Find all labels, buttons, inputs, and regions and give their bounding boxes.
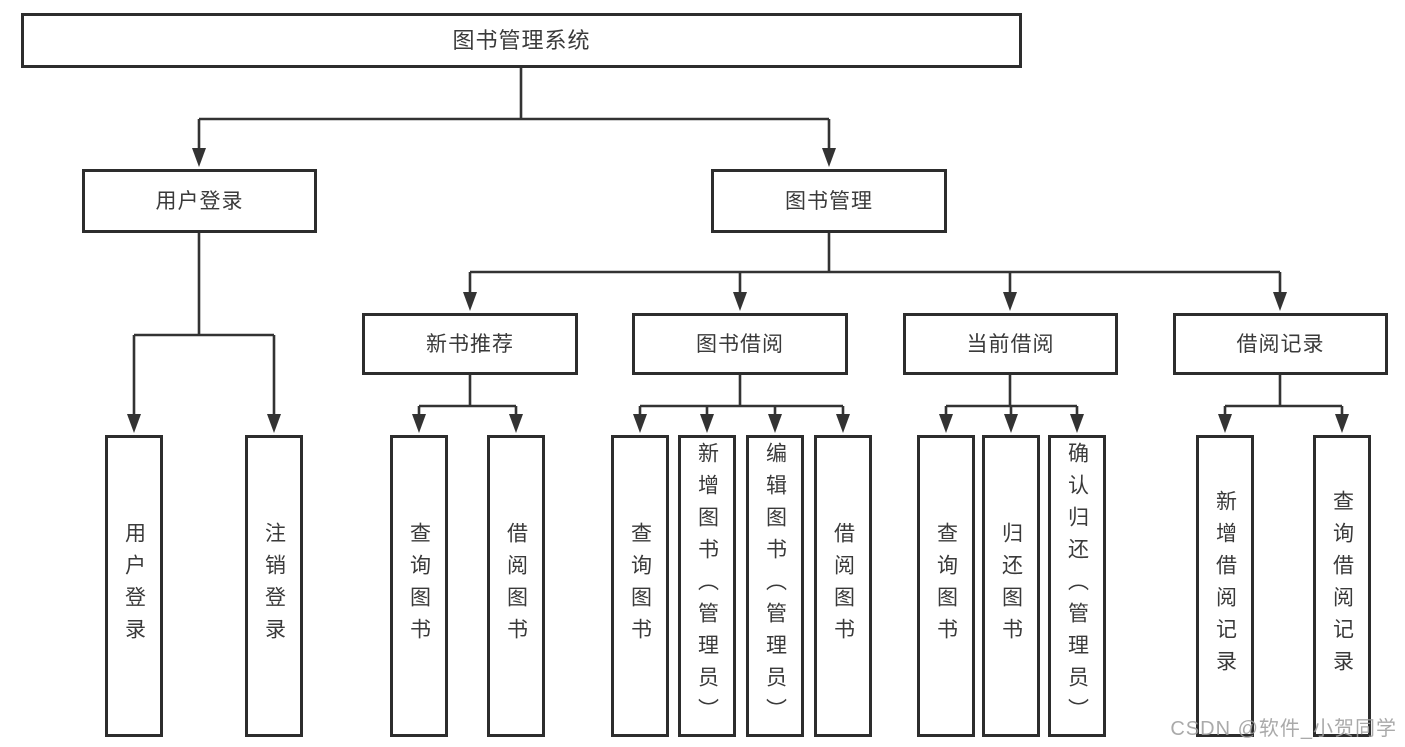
leaf-add-books-admin: 新增图书（管理员）: [678, 435, 736, 737]
connector-new-book-branch: [417, 375, 518, 416]
leaf-add-borrow-record: 新增借阅记录: [1196, 435, 1254, 737]
leaf-query-books-2: 查询图书: [611, 435, 669, 737]
arrowhead: [1004, 414, 1018, 433]
arrowhead: [1273, 292, 1287, 311]
node-current-borrow: 当前借阅: [903, 313, 1118, 375]
node-book-borrow: 图书借阅: [632, 313, 848, 375]
connector-current-borrow-branch: [944, 375, 1079, 416]
leaf-user-login: 用户登录: [105, 435, 163, 737]
connector-root-to-level2: [197, 68, 831, 150]
arrowhead: [733, 292, 747, 311]
leaf-query-books-1: 查询图书: [390, 435, 448, 737]
arrowhead: [939, 414, 953, 433]
arrowhead: [1218, 414, 1232, 433]
arrowhead: [768, 414, 782, 433]
arrowhead: [192, 148, 206, 167]
arrowhead: [1003, 292, 1017, 311]
leaf-return-books: 归还图书: [982, 435, 1040, 737]
leaf-borrow-books-2: 借阅图书: [814, 435, 872, 737]
connector-borrow-records-branch: [1223, 375, 1344, 416]
arrowhead: [509, 414, 523, 433]
arrowhead: [267, 414, 281, 433]
connector-book-borrow-branch: [638, 375, 845, 416]
leaf-confirm-return-admin: 确认归还（管理员）: [1048, 435, 1106, 737]
node-user-login: 用户登录: [82, 169, 317, 233]
connector-book-mgmt-branch: [468, 233, 1282, 294]
connector-user-login-branch: [132, 233, 276, 416]
node-new-book-recommend: 新书推荐: [362, 313, 578, 375]
leaf-borrow-books-1: 借阅图书: [487, 435, 545, 737]
arrowhead: [700, 414, 714, 433]
watermark: CSDN @软件_小贺同学: [1170, 718, 1397, 740]
leaf-logout: 注销登录: [245, 435, 303, 737]
leaf-edit-books-admin: 编辑图书（管理员）: [746, 435, 804, 737]
arrowhead: [127, 414, 141, 433]
arrowhead: [1070, 414, 1084, 433]
node-book-management: 图书管理: [711, 169, 947, 233]
leaf-query-borrow-record: 查询借阅记录: [1313, 435, 1371, 737]
arrowhead: [836, 414, 850, 433]
arrowhead: [1335, 414, 1349, 433]
arrowhead: [463, 292, 477, 311]
node-borrow-records: 借阅记录: [1173, 313, 1388, 375]
leaf-query-books-3: 查询图书: [917, 435, 975, 737]
arrowhead: [412, 414, 426, 433]
node-root-system: 图书管理系统: [21, 13, 1022, 68]
arrowhead: [633, 414, 647, 433]
arrowhead: [822, 148, 836, 167]
